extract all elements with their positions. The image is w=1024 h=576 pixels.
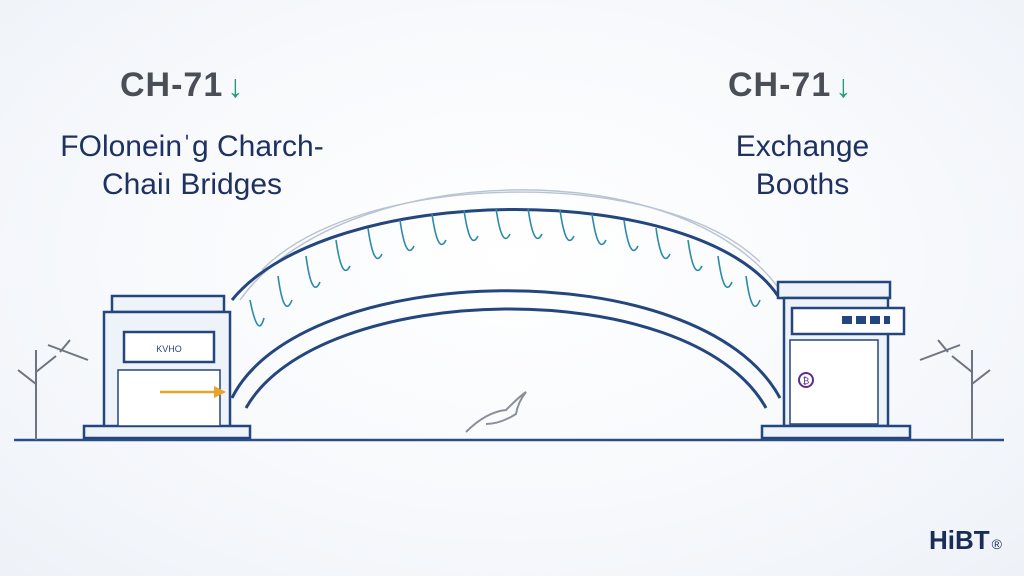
left-booth-sign: KVHO bbox=[156, 344, 182, 354]
right-caption: Exchange Booths bbox=[700, 128, 905, 204]
right-booth-panel-marks bbox=[842, 316, 890, 324]
left-code-text: CH-71 bbox=[120, 66, 224, 104]
left-tree bbox=[17, 339, 89, 440]
down-arrow-icon: ↓ bbox=[835, 67, 853, 104]
left-booth bbox=[82, 294, 252, 440]
left-caption-line1: FOloneinˈg Charch- bbox=[60, 130, 324, 163]
bridge-strands bbox=[249, 207, 761, 327]
registered-mark: ® bbox=[991, 536, 1002, 552]
left-code-label: CH-71 ↓ bbox=[120, 66, 244, 105]
right-booth bbox=[760, 280, 912, 440]
brand-logo: HiBT ® bbox=[929, 525, 1002, 556]
bridge-arch bbox=[230, 208, 782, 409]
right-code-label: CH-71 ↓ bbox=[728, 66, 852, 105]
right-caption-line1: Exchange bbox=[735, 130, 870, 163]
right-tree bbox=[919, 339, 991, 440]
left-caption-line2: Chaiı Bridges bbox=[101, 168, 283, 201]
down-arrow-icon: ↓ bbox=[227, 67, 245, 104]
swan-sketch bbox=[465, 391, 527, 433]
bridge-lattice bbox=[239, 189, 781, 301]
left-caption: FOloneinˈg Charch- Chaiı Bridges bbox=[32, 128, 352, 204]
right-booth-coin bbox=[798, 372, 814, 388]
left-booth-pointer-head bbox=[214, 386, 226, 398]
right-caption-line2: Booths bbox=[755, 168, 850, 201]
right-booth-coin-symbol: ₿ bbox=[803, 376, 810, 386]
right-code-text: CH-71 bbox=[728, 66, 832, 104]
brand-logo-text: HiBT bbox=[929, 525, 990, 555]
